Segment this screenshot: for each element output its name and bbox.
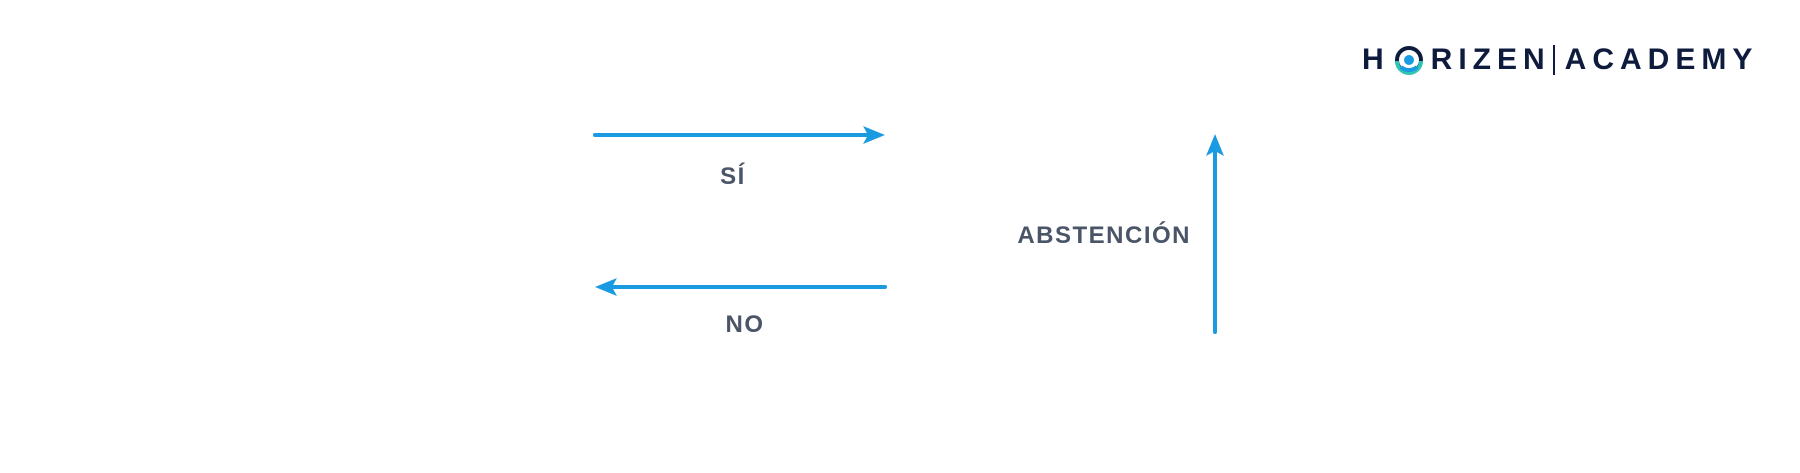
horizen-academy-logo: H RIZEN ACADEMY bbox=[1362, 40, 1758, 80]
logo-text-h: H bbox=[1362, 43, 1390, 76]
arrow-no-head bbox=[595, 278, 617, 296]
horizen-o-ring-icon bbox=[1394, 46, 1423, 75]
label-no: NO bbox=[725, 311, 765, 338]
arrow-no bbox=[595, 278, 887, 296]
label-yes: SÍ bbox=[720, 163, 746, 190]
label-abstain: ABSTENCIÓN bbox=[1017, 222, 1191, 249]
arrow-abstain bbox=[1206, 134, 1224, 334]
arrow-abstain-head bbox=[1206, 134, 1224, 156]
arrow-yes bbox=[593, 126, 885, 144]
arrow-yes-head bbox=[863, 126, 885, 144]
logo-text-academy: ACADEMY bbox=[1564, 43, 1759, 76]
logo-separator bbox=[1552, 45, 1555, 75]
logo-text-rizen: RIZEN bbox=[1430, 43, 1551, 76]
